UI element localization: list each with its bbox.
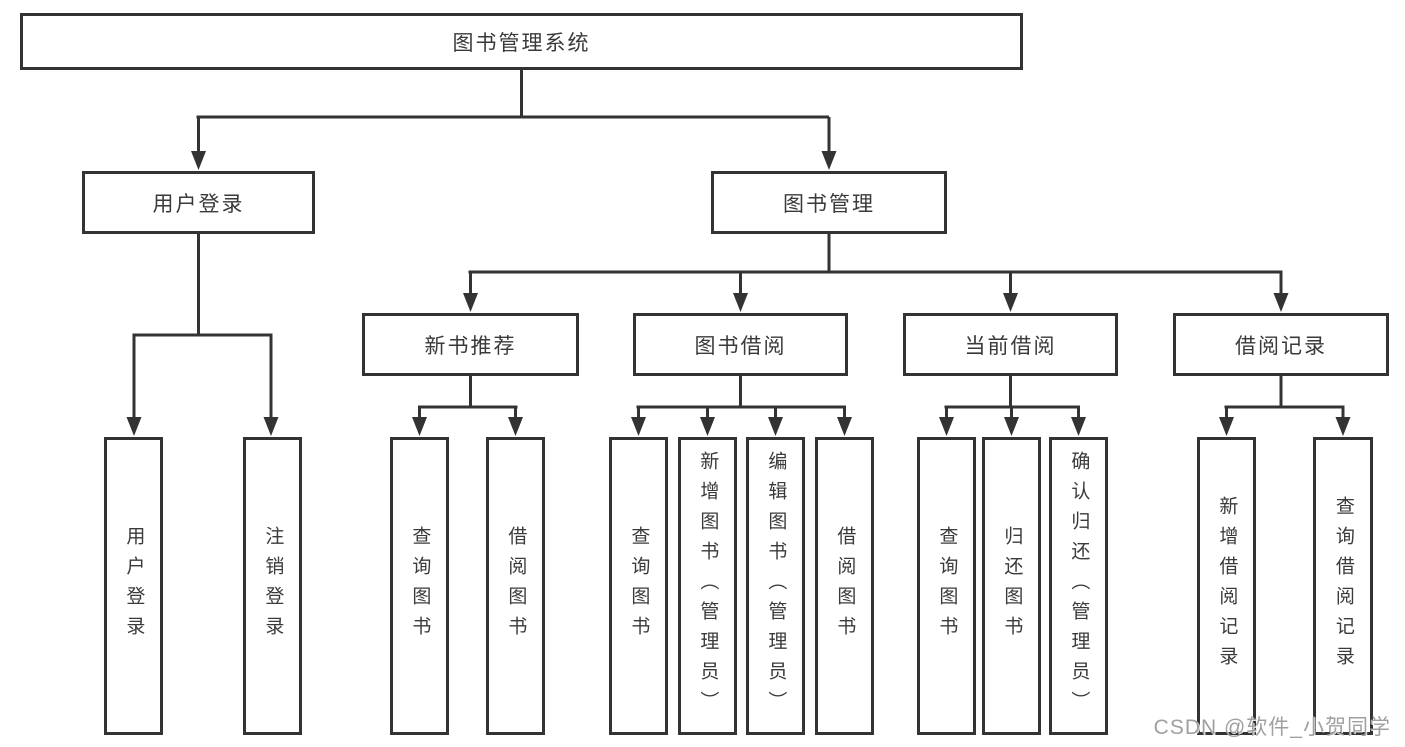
node-label: 图书借阅 bbox=[694, 334, 787, 358]
node-borrowing-records: 借阅记录 bbox=[1173, 313, 1389, 376]
node-label: 用户登录 bbox=[152, 192, 245, 216]
node-label: 图书管理系统 bbox=[452, 31, 591, 55]
leaf-confirm-return-admin: 确认归还（管理员） bbox=[1049, 437, 1108, 735]
node-book-borrowing: 图书借阅 bbox=[633, 313, 848, 376]
node-user-login-branch: 用户登录 bbox=[82, 171, 315, 234]
node-label: 新书推荐 bbox=[424, 334, 517, 358]
leaf-borrow-books: 借阅图书 bbox=[815, 437, 874, 735]
leaf-return-books: 归还图书 bbox=[982, 437, 1041, 735]
node-label: 借阅记录 bbox=[1235, 334, 1327, 358]
node-label: 查询图书 bbox=[628, 526, 650, 646]
node-label: 归还图书 bbox=[1001, 526, 1023, 646]
node-label: 新增图书（管理员） bbox=[697, 451, 719, 721]
leaf-edit-book-admin: 编辑图书（管理员） bbox=[746, 437, 805, 735]
node-label: 注销登录 bbox=[262, 526, 284, 646]
leaf-query-borrow-record: 查询借阅记录 bbox=[1313, 437, 1373, 735]
node-book-management: 图书管理 bbox=[711, 171, 947, 234]
node-label: 查询图书 bbox=[936, 526, 958, 646]
leaf-logout: 注销登录 bbox=[243, 437, 302, 735]
node-label: 图书管理 bbox=[783, 192, 875, 216]
leaf-query-books: 查询图书 bbox=[917, 437, 976, 735]
node-library-management-system: 图书管理系统 bbox=[20, 13, 1023, 70]
node-new-book-recommend: 新书推荐 bbox=[362, 313, 579, 376]
node-label: 借阅图书 bbox=[834, 526, 856, 646]
node-label: 查询借阅记录 bbox=[1332, 496, 1354, 676]
node-label: 用户登录 bbox=[123, 526, 145, 646]
leaf-add-borrow-record: 新增借阅记录 bbox=[1197, 437, 1256, 735]
node-label: 确认归还（管理员） bbox=[1068, 451, 1090, 721]
leaf-borrow-books: 借阅图书 bbox=[486, 437, 545, 735]
node-current-borrowing: 当前借阅 bbox=[903, 313, 1118, 376]
leaf-query-books: 查询图书 bbox=[390, 437, 449, 735]
node-label: 借阅图书 bbox=[505, 526, 527, 646]
leaf-add-book-admin: 新增图书（管理员） bbox=[678, 437, 737, 735]
node-label: 新增借阅记录 bbox=[1216, 496, 1238, 676]
node-label: 查询图书 bbox=[409, 526, 431, 646]
node-label: 当前借阅 bbox=[964, 334, 1057, 358]
leaf-user-login: 用户登录 bbox=[104, 437, 163, 735]
node-label: 编辑图书（管理员） bbox=[765, 451, 787, 721]
leaf-query-books: 查询图书 bbox=[609, 437, 668, 735]
